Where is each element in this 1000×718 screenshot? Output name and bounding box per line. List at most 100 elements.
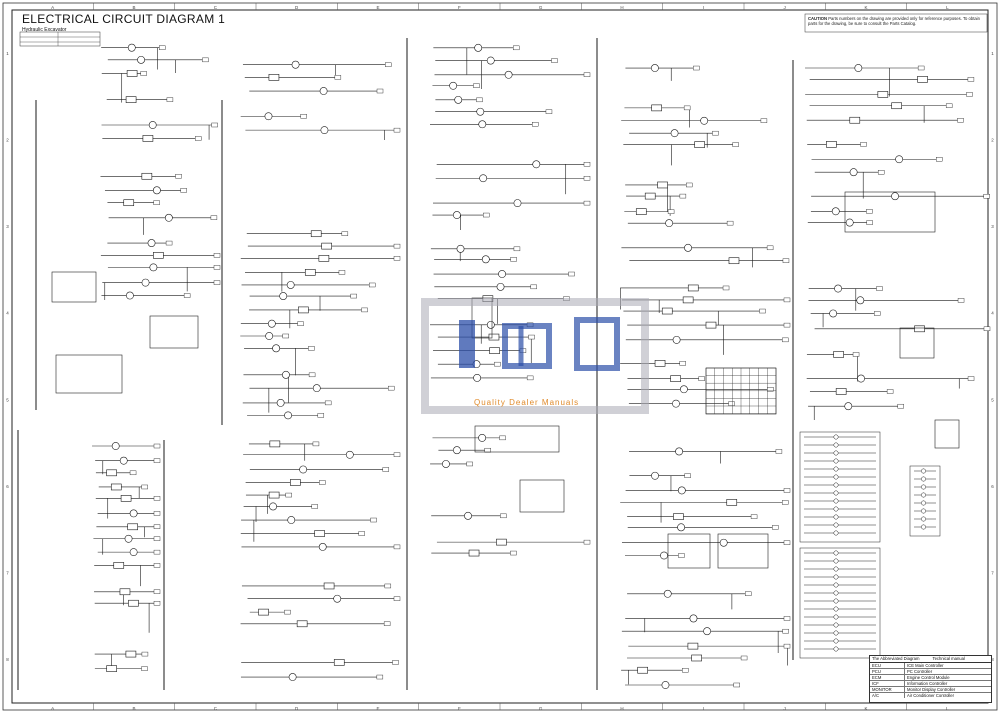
border-letter: K <box>864 706 867 711</box>
component-symbol <box>111 442 120 450</box>
border-number: 8 <box>991 657 994 662</box>
component-symbol <box>141 278 150 287</box>
wire-connector <box>384 583 392 589</box>
component-symbol <box>464 511 472 520</box>
caution-heading: CAUTION <box>808 16 828 21</box>
component-symbol <box>314 530 325 537</box>
caution-text: Parts numbers on the drawing are provide… <box>808 16 980 26</box>
wire-connector <box>141 651 149 657</box>
wire-connector <box>782 628 789 634</box>
legend-abbr: MONITOR <box>870 687 905 692</box>
legend-abbr: PCU <box>870 669 905 674</box>
caution-box <box>804 13 988 33</box>
component-symbol <box>833 351 844 358</box>
wire-connector <box>686 182 693 188</box>
wire-connector <box>866 209 873 214</box>
border-letter: K <box>864 5 867 10</box>
component-symbol <box>468 549 480 557</box>
component-symbol <box>486 56 495 65</box>
component-symbol <box>665 219 674 228</box>
border-number: 5 <box>6 397 9 402</box>
watermark-logo-icon <box>459 317 620 371</box>
fuse-symbol <box>833 490 839 496</box>
component-symbol <box>845 218 854 227</box>
wire-connector <box>530 284 537 290</box>
component-symbol <box>164 213 173 222</box>
component-symbol <box>835 388 847 395</box>
wire-connector <box>358 531 365 536</box>
wire-connector <box>957 298 965 303</box>
wire-connector <box>866 220 873 225</box>
wire-connector <box>141 666 148 671</box>
border-letter: C <box>214 5 218 10</box>
wire-connector <box>772 525 779 530</box>
wire-connector <box>783 322 791 328</box>
abbreviation-legend: The Abbreviated Diagram Technical manual… <box>869 655 992 703</box>
component-symbol <box>675 447 684 456</box>
wire-connector <box>876 286 883 291</box>
component-symbol <box>320 126 329 135</box>
component-symbol <box>113 562 125 569</box>
wire-connector <box>393 243 401 249</box>
component-symbol <box>449 81 458 90</box>
wire-connector <box>210 215 218 220</box>
component-symbol <box>265 332 274 340</box>
component-symbol <box>127 523 138 531</box>
border-letter: H <box>620 706 623 711</box>
component-symbol <box>298 306 309 314</box>
wire-connector <box>513 246 521 252</box>
component-symbol <box>333 659 345 666</box>
border-letter: D <box>295 706 299 711</box>
wire-connector <box>153 549 161 555</box>
component-symbol <box>849 116 861 124</box>
wire-connector <box>382 467 390 472</box>
wire-connector <box>308 372 316 378</box>
fuse-symbol <box>833 514 839 520</box>
wire-connector <box>319 480 326 485</box>
component-symbol <box>654 360 666 367</box>
component-symbol <box>651 104 662 112</box>
wire-connector <box>783 616 791 621</box>
wire-connector <box>393 256 401 261</box>
connector-blocks <box>51 191 960 569</box>
fuse-symbol <box>921 476 926 482</box>
wire-connector <box>917 65 925 71</box>
component-symbol <box>700 116 709 125</box>
legend-header-left: The Abbreviated Diagram <box>872 656 920 661</box>
wire-connector <box>678 553 685 558</box>
wire-connector <box>583 200 591 206</box>
component-symbol <box>284 411 292 420</box>
wire-connector <box>873 311 881 316</box>
wire-connector <box>129 470 137 476</box>
wire-connector <box>783 643 791 649</box>
fuse-symbol <box>833 598 839 604</box>
component-symbol <box>672 399 680 408</box>
component-symbol <box>286 281 295 289</box>
wire-connector <box>297 321 304 326</box>
component-symbol <box>857 374 865 383</box>
wire-connector <box>153 524 161 529</box>
border-letter: A <box>51 706 54 711</box>
watermark-frame <box>421 298 649 414</box>
wire-connector <box>159 45 166 50</box>
component-symbol <box>476 107 485 116</box>
wire-connector <box>393 596 401 601</box>
component-symbol <box>264 112 273 121</box>
component-symbol <box>831 207 840 216</box>
component-symbol <box>474 43 483 52</box>
component-symbol <box>267 319 276 328</box>
wire-connector <box>783 540 791 545</box>
wire-connector <box>775 449 783 454</box>
wire-connector <box>783 297 791 303</box>
wire-connector <box>308 346 315 351</box>
wire-connector <box>783 488 791 493</box>
wire-connector <box>341 231 349 236</box>
fuse-symbol <box>833 590 839 596</box>
component-symbol <box>478 433 487 442</box>
legend-meaning: Monitor Display Controller <box>907 687 956 692</box>
component-symbol <box>291 60 300 69</box>
wire-connector <box>153 589 161 594</box>
component-symbol <box>844 402 853 411</box>
wire-connector <box>282 333 289 339</box>
